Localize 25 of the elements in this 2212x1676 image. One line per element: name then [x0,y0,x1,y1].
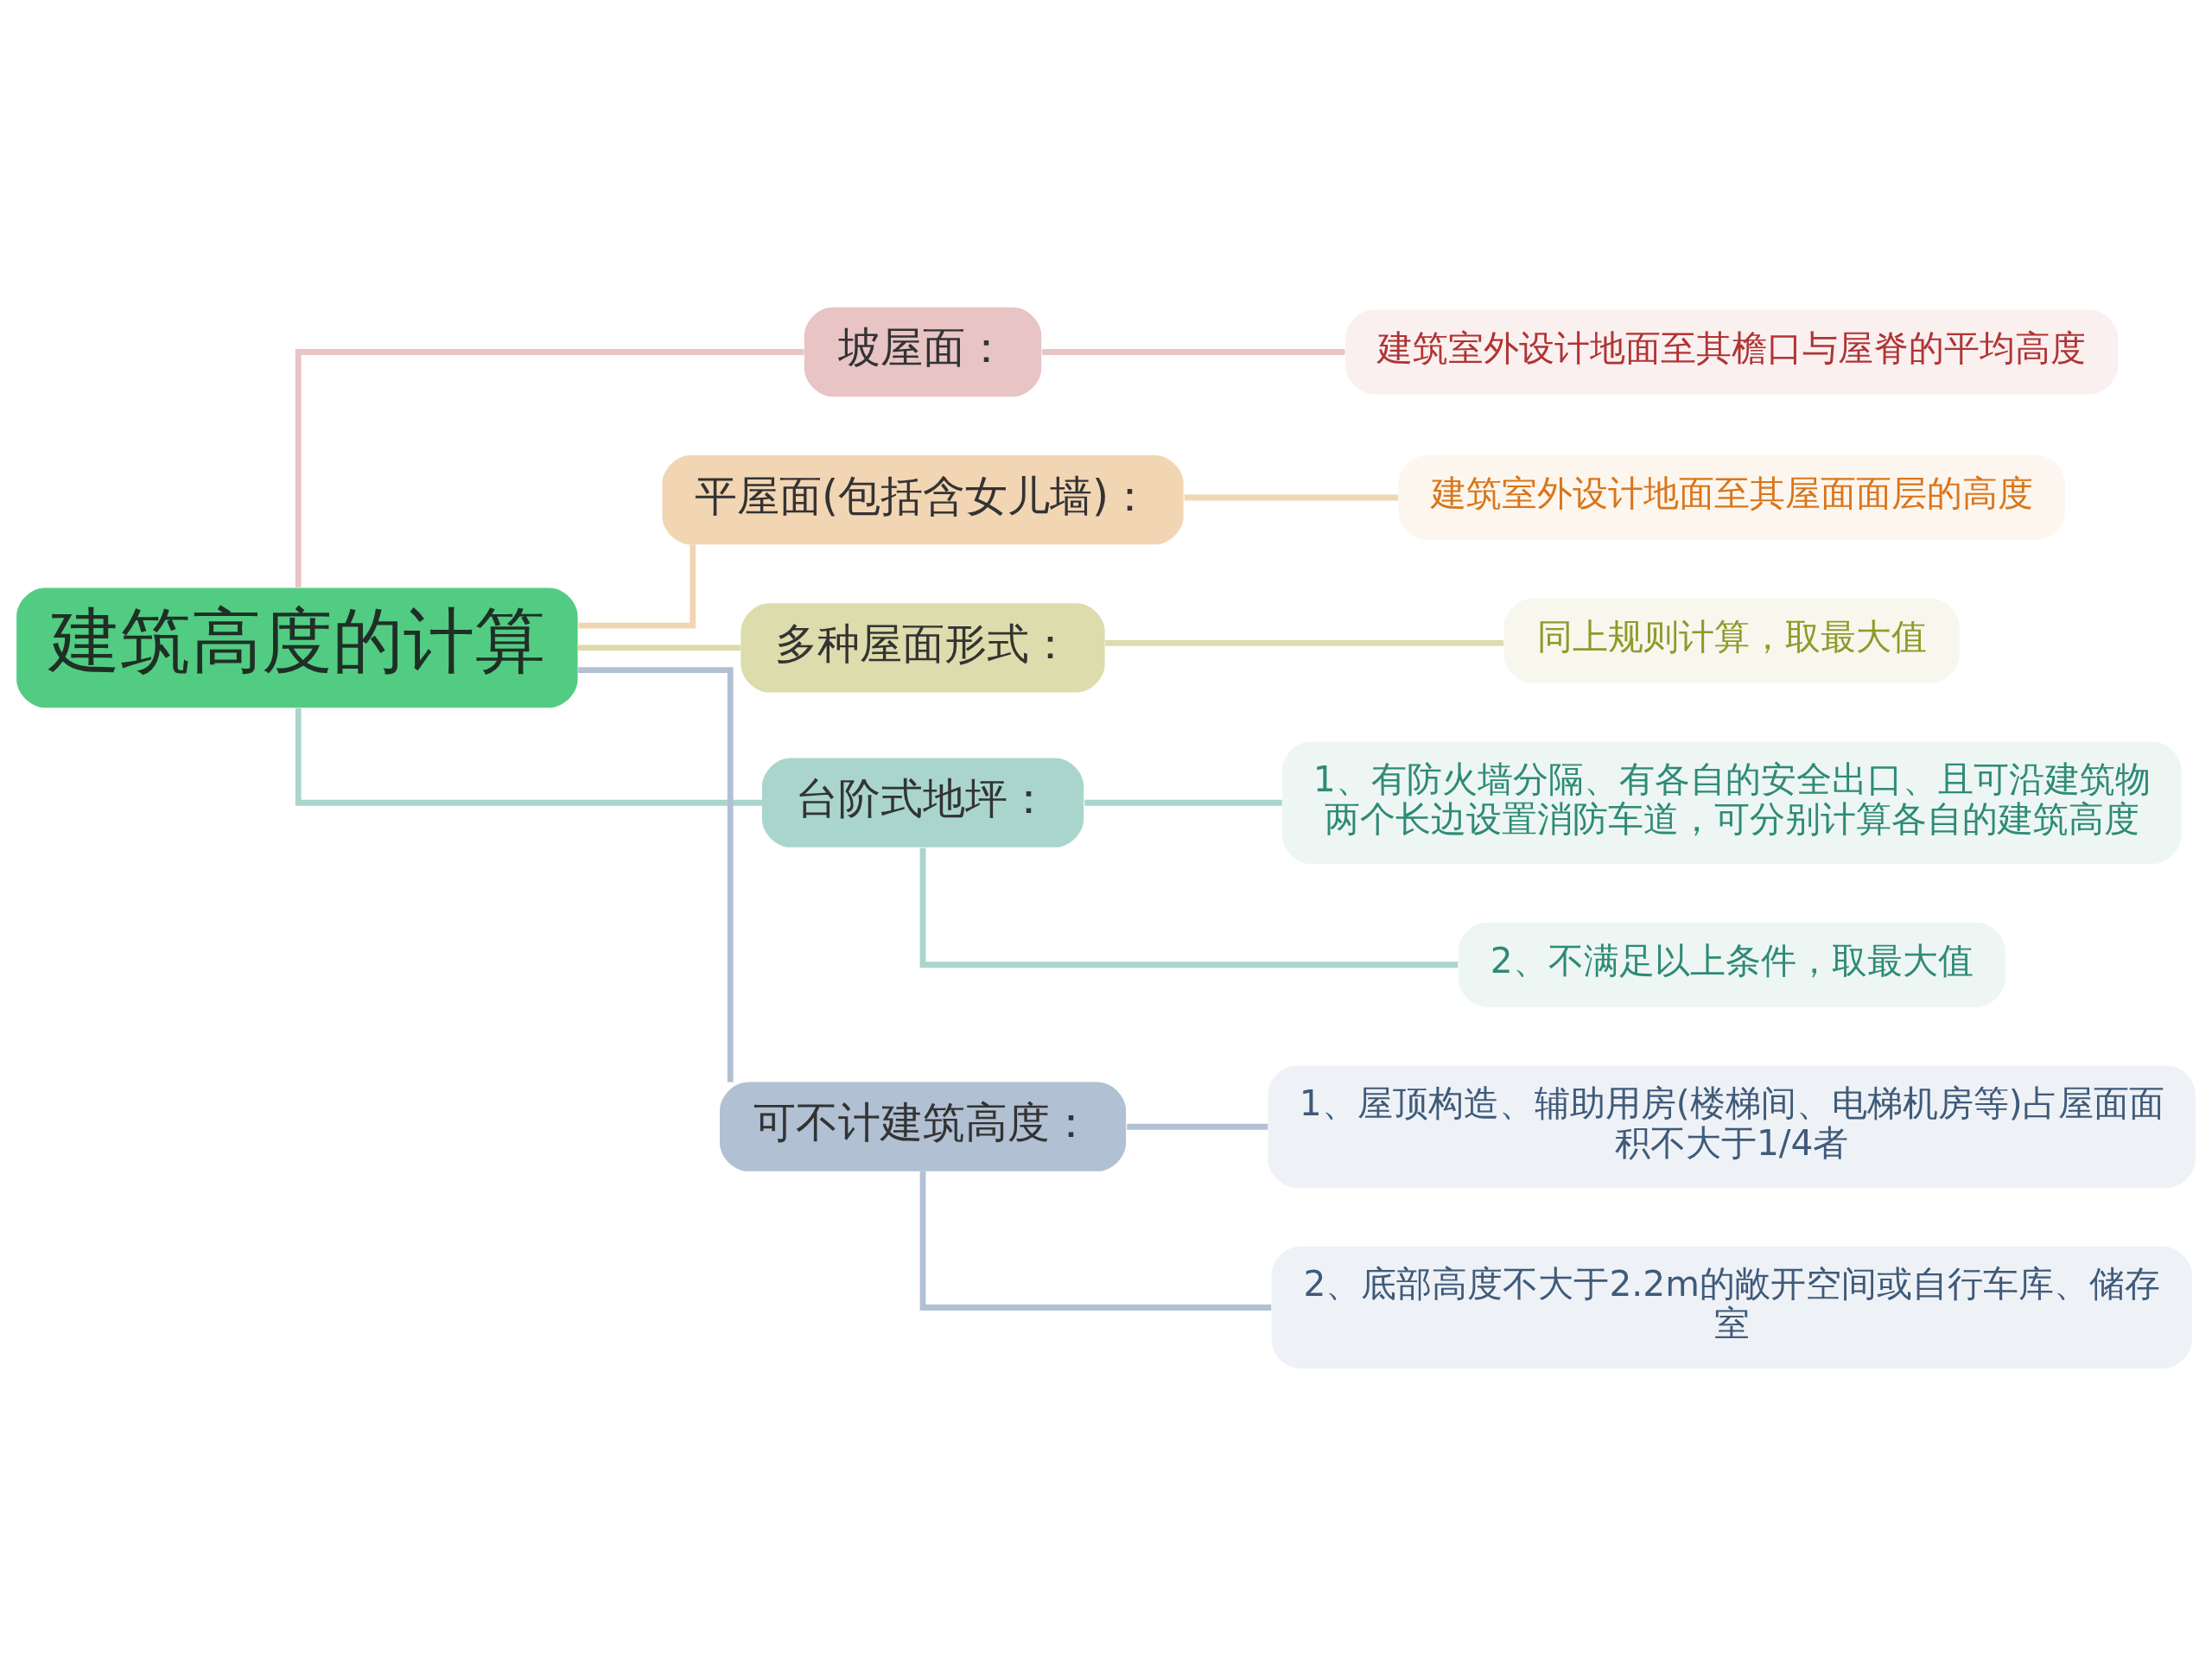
node-box: 坡屋面： [804,307,1042,397]
connector [919,848,1459,968]
connector [578,544,696,629]
node-box: 台阶式地坪： [761,758,1084,848]
connector [295,708,762,806]
node-box: 同上规则计算，取最大值 [1503,598,1960,683]
node-box: 多种屋面形式： [741,603,1105,693]
connector [1184,494,1398,501]
node-box: 2、不满足以上条件，取最大值 [1458,922,2005,1007]
connector [577,644,741,651]
node-box: 可不计建筑高度： [720,1082,1127,1171]
node-box: 1、屋顶构造、辅助用房(楼梯间、电梯机房等)占屋面面积不大于1/4者 [1268,1065,2196,1188]
connector [1042,349,1345,355]
connector [295,349,804,587]
node-box: 2、底部高度不大于2.2m的敞开空间或自行车库、储存室 [1271,1246,2192,1369]
node-box: 1、有防火墙分隔、有各自的安全出口、且可沿建筑物两个长边设置消防车道，可分别计算各自的建筑高度 [1281,741,2182,864]
node-box: 建筑室外设计地面至其屋面面层的高度 [1398,455,2066,540]
connector [1084,799,1282,806]
connector [1127,1123,1268,1130]
connector [919,1171,1272,1311]
node-box: 平屋面(包括含女儿墙)： [662,455,1184,545]
node-box: 建筑高度的计算 [16,587,578,708]
connector [578,667,734,1082]
node-box: 建筑室外设计地面至其檐口与屋脊的平均高度 [1345,309,2119,395]
connector [1105,640,1504,646]
